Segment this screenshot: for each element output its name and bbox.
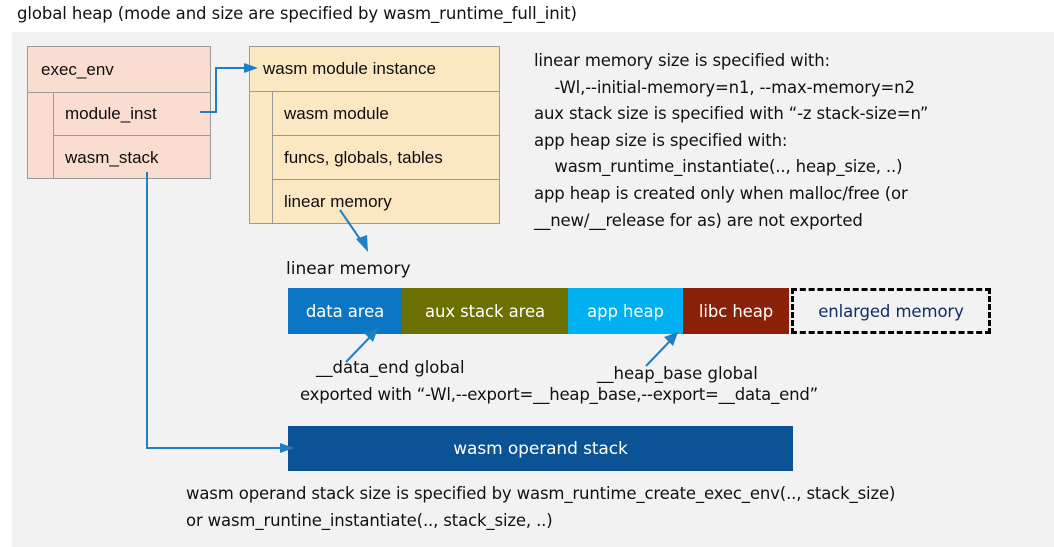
module-instance-row-linear-memory: linear memory [250,180,499,223]
exec-env-box: exec_env module_inst wasm_stack [27,46,211,179]
memory-segment-data-area: data area [288,288,402,334]
page-title: global heap (mode and size are specified… [17,4,577,23]
module-instance-gutter [250,180,273,223]
exec-env-field-module-inst: module_inst [54,93,210,136]
exec-env-row-wasm-stack: wasm_stack [28,136,210,179]
wasm-operand-stack-box: wasm operand stack [288,426,793,471]
data-end-global-label: __data_end global [316,358,465,377]
module-instance-row-wasm-module: wasm module [250,92,499,136]
memory-segment-enlarged-memory: enlarged memory [791,288,991,334]
module-instance-gutter [250,136,273,180]
exec-env-field-wasm-stack: wasm_stack [65,147,159,167]
exec-env-gutter [28,93,54,136]
memory-segment-aux-stack-area: aux stack area [402,288,568,334]
heap-base-global-label: __heap_base global [597,364,758,383]
module-instance-header: wasm module instance [250,47,499,92]
memory-segment-app-heap: app heap [568,288,683,334]
linear-memory-caption: linear memory [286,259,411,279]
operand-stack-notes: wasm operand stack size is specified by … [186,484,896,530]
memory-segment-libc-heap: libc heap [683,288,789,334]
module-instance-row-funcs-globals-tables: funcs, globals, tables [250,136,499,180]
exec-env-row-module-inst: module_inst [28,93,210,136]
module-instance-gutter [250,92,273,136]
exported-with-note: exported with “-Wl,--export=__heap_base,… [300,385,818,404]
linear-memory-notes: linear memory size is specified with: -W… [534,51,929,230]
module-instance-field-wasm-module: wasm module [273,92,499,136]
module-instance-field-funcs-globals-tables: funcs, globals, tables [273,136,499,180]
wasm-module-instance-box: wasm module instance wasm module funcs, … [249,46,500,224]
exec-env-header: exec_env [28,47,210,93]
exec-env-gutter [28,136,54,179]
module-instance-field-linear-memory: linear memory [284,191,392,211]
